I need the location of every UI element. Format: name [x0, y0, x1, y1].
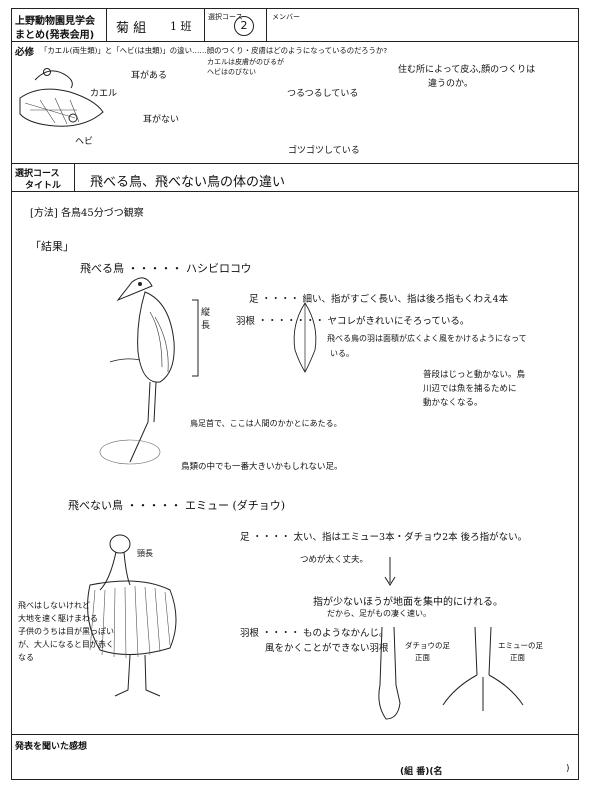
body-length-bracket [192, 299, 199, 377]
still-note-2: 川辺では魚を捕るために [423, 384, 517, 394]
required-label: 必修 [15, 47, 35, 58]
snake-eye [68, 113, 78, 123]
shoebill-foot-top [109, 358, 141, 363]
snake-scales [24, 97, 80, 125]
shoebill-sketch [99, 277, 175, 465]
fewer-toes-note-1: 指が少ないほうが地面を集中的にけれる。 [313, 597, 503, 608]
school-title-line1: 上野動物園見学会 [15, 16, 95, 27]
course-section-label-1: 選択コース [15, 169, 60, 179]
course-section-label-2: タイトル [25, 181, 62, 191]
emu-foot-sketch [442, 626, 524, 711]
feather-area-note-2: いる。 [330, 349, 354, 358]
frog-snake-sketch [19, 68, 104, 127]
still-note-3: 動かなくなる。 [423, 398, 483, 408]
feather-area-note-1: 飛べる鳥の羽は面積が広くよく風をかけるようになって [327, 334, 527, 343]
course-number-circle: 2 [234, 14, 254, 36]
course-number: 2 [234, 16, 254, 36]
frog-label: カエル [90, 89, 118, 99]
arrow-stroke [384, 557, 396, 586]
habitat-note-2: 違うのか。 [428, 79, 473, 89]
habitat-note-1: 住む所によって皮ふ,顔のつくりは [398, 65, 536, 75]
skin-note-2: ヘビはのびない [207, 68, 256, 76]
flying-legs-note: 足 ・・・・ 細い、指がすごく長い、指は後ろ指もくわえ4本 [249, 294, 509, 305]
flightless-bird-heading: 飛べない鳥 ・・・・・ エミュー (ダチョウ) [68, 499, 286, 512]
flying-bird-heading: 飛べる鳥 ・・・・・ ハシビロコウ [80, 262, 252, 275]
nails-note: つめが太く丈夫。 [300, 555, 369, 565]
heel-note: 鳥足首で、ここは人間のかかとにあたる。 [190, 419, 342, 428]
shoebill-foot-spread [99, 439, 161, 465]
course-top-line [11, 163, 579, 164]
footer-top-line [11, 734, 579, 735]
still-note-1: 普段はじっと動かない。鳥 [423, 370, 526, 380]
header-divider-3 [266, 8, 267, 41]
bracket-line [192, 299, 199, 377]
shoebill-legs [129, 381, 157, 463]
emu-run-note-5: なる [18, 653, 34, 662]
name-field-label: (組 番)(名 [400, 767, 443, 777]
method-line: [方法] 各鳥45分づつ観察 [30, 208, 144, 219]
arrow-down [384, 557, 396, 586]
snake-ear-note: 耳がない [143, 115, 180, 125]
snake-label: ヘビ [75, 137, 94, 147]
emu-neck [99, 551, 131, 591]
impressions-label: 発表を聞いた感想 [15, 742, 88, 752]
course-title: 飛べる鳥、飛べない鳥の体の違い [90, 175, 286, 190]
header-bottom-line [11, 41, 579, 42]
ostrich-foot-outline [378, 626, 401, 720]
school-title-line2: まとめ(発表会用) [15, 30, 95, 41]
class-number: 1 班 [170, 20, 192, 33]
emu-run-note-1: 飛べはしないけれど [18, 601, 90, 610]
header-divider-2 [204, 8, 205, 41]
emu-run-note-3: 子供のうちは目が黒っぽい [18, 627, 114, 636]
emu-run-note-4: が、大人になると目が赤く [18, 640, 114, 649]
emu-foot-toes [442, 674, 524, 711]
body-length-1: 縦 [201, 308, 211, 318]
frog-eye [43, 68, 51, 76]
shoebill-body [137, 291, 175, 383]
emu-sketch [87, 534, 177, 697]
frog-ear-note: 耳がある [131, 71, 168, 81]
course-title-line [11, 191, 579, 192]
shoebill-eye [138, 282, 142, 286]
body-length-2: 長 [201, 321, 211, 331]
header-divider-1 [106, 8, 107, 41]
snake-skin-rough: ゴツゴツしている [288, 146, 360, 156]
flightless-legs-note: 足 ・・・・ 太い、指はエミュー3本・ダチョウ2本 後ろ指がない。 [240, 532, 528, 543]
flying-feather-note: 羽根 ・・・・・・・ ヤコレがきれいにそろっている。 [236, 316, 470, 327]
feather-sketch [293, 302, 317, 373]
fewer-toes-note-2: だから、足がもの凄く速い。 [327, 609, 431, 618]
course-label: 選択コース [208, 13, 243, 21]
page-frame [11, 8, 579, 780]
emu-head [109, 534, 131, 554]
frog-skin-smooth: つるつるしている [287, 89, 359, 99]
course-label-divider [74, 163, 75, 191]
flightless-feather-note: 羽根 ・・・・ ものようなかんじ。 [240, 628, 389, 639]
skin-note-1: カエルは皮膚がのびるが [207, 58, 284, 66]
frog-head-outline [34, 70, 73, 89]
emu-foot-label-1: エミューの足 [498, 641, 543, 650]
ostrich-foot-label-2: 正面 [415, 653, 430, 662]
result-heading: 「結果」 [30, 240, 74, 253]
biggest-leg-note: 鳥類の中でも一番大きいかもしれない足。 [181, 462, 343, 472]
name-field-close: ) [566, 764, 570, 774]
class-name: 菊 組 [116, 21, 147, 36]
shoebill-wing [149, 311, 169, 373]
required-question: 「カエル(両生類)」と「ヘビ(は虫類)」の違い……顔のつくり・皮膚はどのようにな… [40, 46, 388, 55]
ostrich-foot-sketch [378, 626, 401, 720]
emu-foot-shin [474, 626, 492, 676]
snake-head-outline [19, 88, 104, 127]
emu-run-note-2: 大地を速く駆けまわる [18, 614, 98, 623]
flightless-feather-note-2: 風をかくことができない羽根 [265, 643, 389, 654]
ostrich-foot-label-1: ダチョウの足 [405, 641, 450, 650]
member-label: メンバー [272, 13, 300, 21]
shoebill-head [116, 277, 153, 302]
emu-feathers [89, 585, 171, 659]
emu-foot-label-2: 正面 [510, 653, 525, 662]
emu-legs [114, 654, 161, 697]
emu-neck-long: 頸長 [137, 549, 153, 558]
